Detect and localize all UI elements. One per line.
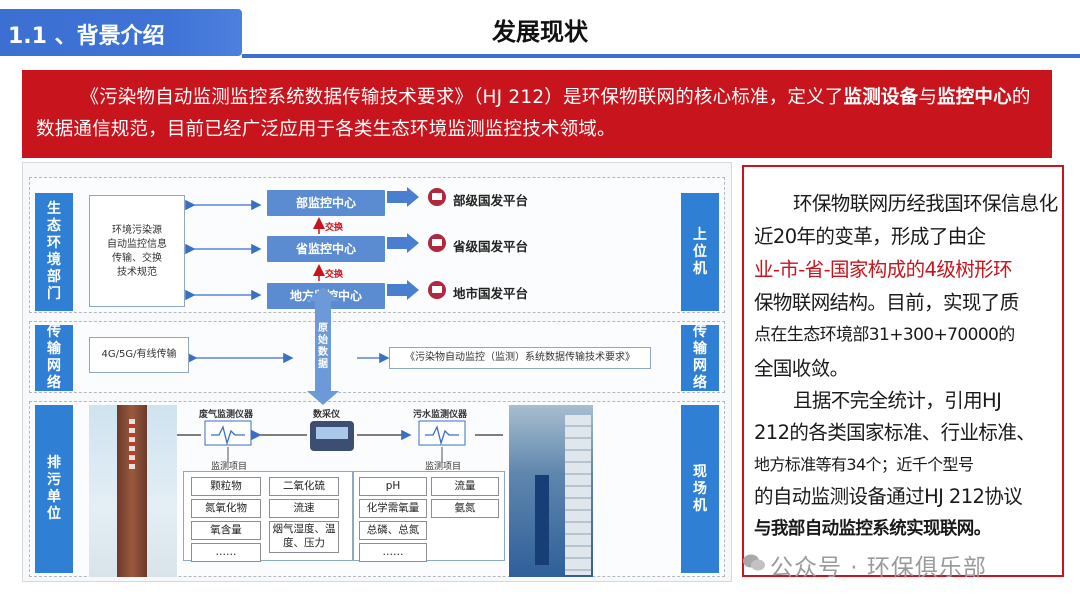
water-item: …… bbox=[359, 543, 427, 562]
gas-item: 烟气湿度、温度、压力 bbox=[269, 521, 339, 553]
water-station-photo bbox=[509, 405, 593, 577]
water-item: 总磷、总氮 bbox=[359, 521, 427, 540]
tree-structure-highlight: 业-市-省-国家构成的4级树形环 bbox=[754, 258, 1013, 281]
platform-ministry: 部级国发平台 bbox=[453, 193, 529, 208]
lane-network-left: 传输网络 bbox=[35, 324, 73, 391]
wechat-icon bbox=[743, 554, 765, 571]
water-items-label: 监测项目 bbox=[425, 462, 462, 472]
gas-items-label: 监测项目 bbox=[211, 462, 248, 472]
intro-banner: 《污染物自动监测监控系统数据传输技术要求》（HJ 212）是环保物联网的核心标准… bbox=[22, 70, 1052, 158]
lane-network-right: 传输网络 bbox=[681, 324, 719, 391]
data-unit-label: 数采仪 bbox=[313, 410, 341, 420]
intro-text: 《污染物自动监测监控系统数据传输技术要求》（HJ 212）是环保物联网的核心标准… bbox=[36, 87, 1031, 140]
summary-paragraph-2: 且据不完全统计，引用HJ 212的各类国家标准、行业标准、 地方标准等有34个；… bbox=[754, 389, 1036, 539]
pipe-shape bbox=[535, 475, 549, 565]
exchange-label-2: 交换 bbox=[325, 270, 344, 280]
raw-data-label: 原始数据 bbox=[318, 323, 328, 370]
section-number-label: 1.1 、背景介绍 bbox=[8, 24, 165, 49]
water-item: 流量 bbox=[431, 477, 499, 496]
water-item: pH bbox=[359, 477, 427, 496]
gas-item: 氮氧化物 bbox=[191, 499, 261, 518]
center-province: 省监控中心 bbox=[267, 236, 385, 262]
chimney-marking bbox=[129, 419, 135, 469]
water-instrument-label: 污水监测仪器 bbox=[413, 410, 468, 420]
gas-instrument-label: 废气监测仪器 bbox=[199, 410, 254, 420]
lane-field-machine: 现场机 bbox=[681, 405, 719, 573]
center-ministry: 部监控中心 bbox=[267, 190, 385, 216]
summary-paragraph-1: 环保物联网历经我国环保信息化近20年的变革，形成了由企 业-市-省-国家构成的4… bbox=[754, 192, 1058, 380]
exchange-label-1: 交换 bbox=[325, 223, 344, 233]
gas-item: 颗粒物 bbox=[191, 477, 261, 496]
diagram-connectors bbox=[177, 187, 503, 463]
gas-item: …… bbox=[191, 543, 261, 562]
spec-box: 环境污染源 自动监控信息 传输、交换 技术规范 bbox=[89, 195, 185, 307]
gas-item: 氧含量 bbox=[191, 521, 261, 540]
standard-reference-box: 《污染物自动监控（监测）系统数据传输技术要求》 bbox=[389, 347, 651, 369]
water-item: 氨氮 bbox=[431, 499, 499, 518]
summary-panel: 环保物联网历经我国环保信息化近20年的变革，形成了由企 业-市-省-国家构成的4… bbox=[742, 165, 1064, 577]
platform-city: 地市国发平台 bbox=[453, 286, 529, 301]
lane-host: 上位机 bbox=[681, 193, 719, 311]
platform-province: 省级国发平台 bbox=[453, 239, 529, 254]
header-rule bbox=[242, 54, 1080, 58]
lane-eco-dept: 生态环境部门 bbox=[35, 193, 73, 311]
lane-pollutant-unit: 排污单位 bbox=[35, 405, 73, 573]
gas-item: 流速 bbox=[269, 499, 339, 518]
page-title: 发展现状 bbox=[492, 18, 588, 46]
watermark-text: 公众号 · 环保俱乐部 bbox=[770, 555, 987, 581]
chimney-photo bbox=[89, 405, 177, 577]
section-tag: 1.1 、背景介绍 bbox=[0, 9, 242, 56]
ladder-shape bbox=[565, 415, 591, 575]
transport-box: 4G/5G/有线传输 bbox=[89, 337, 189, 373]
highlight-monitoring-center: 监控中心 bbox=[937, 87, 1012, 108]
gas-item: 二氧化硫 bbox=[269, 477, 339, 496]
architecture-diagram: 生态环境部门 传输网络 排污单位 上位机 传输网络 现场机 环境污染源 自动监控… bbox=[22, 162, 732, 582]
highlight-monitoring-device: 监测设备 bbox=[843, 87, 919, 108]
water-item: 化学需氧量 bbox=[359, 499, 427, 518]
